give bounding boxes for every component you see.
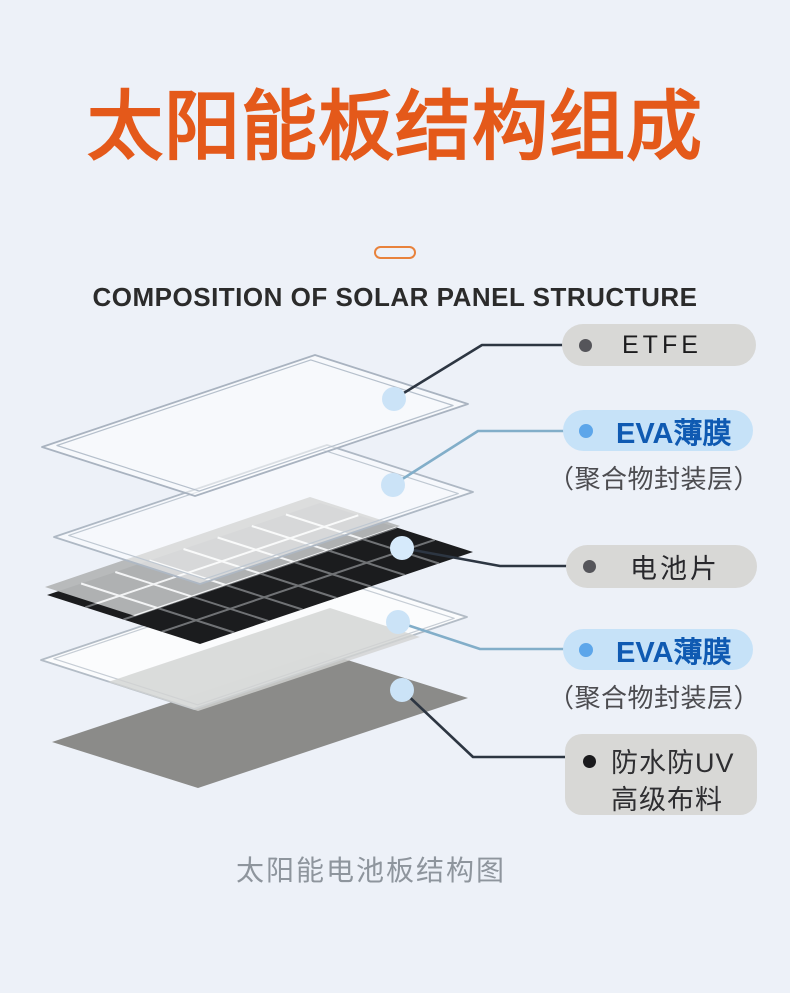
leader-line-fabric (400, 688, 567, 759)
bullet-dot-icon (583, 755, 596, 768)
bullet-dot-icon (583, 560, 596, 573)
eva-bottom-sheet-shade (108, 608, 420, 711)
label-eva-bottom-subtext: （聚合物封装层） (548, 683, 761, 713)
page-subtitle: COMPOSITION OF SOLAR PANEL STRUCTURE (92, 282, 698, 312)
label-eva-bottom: EVA薄膜 (563, 629, 753, 670)
label-fabric-line1: 防水防UV (611, 748, 735, 778)
leader-line-eva-bottom (396, 620, 565, 651)
etfe-sheet-layer (41, 354, 469, 497)
bullet-dot-icon (579, 338, 592, 352)
bullet-dot-icon (579, 642, 593, 657)
connector-dot-fabric (390, 678, 414, 702)
label-fabric-text: 防水防UV 高级布料 (611, 745, 735, 819)
etfe-sheet-inner-edge (56, 359, 454, 492)
connector-dot-cell (390, 536, 414, 560)
label-etfe-text: ETFE (622, 330, 702, 359)
label-fabric: 防水防UV 高级布料 (565, 734, 757, 815)
connector-dot-etfe (382, 387, 406, 411)
leader-line-cell (400, 546, 568, 568)
connector-dot-eva-bottom (386, 610, 410, 634)
eva-top-sheet-layer (53, 444, 474, 585)
eva-top-sheet-inner-edge (68, 449, 459, 580)
label-eva-top-subtext: （聚合物封装层） (548, 464, 761, 494)
page-title: 太阳能板结构组成 (87, 85, 703, 170)
label-eva-top: EVA薄膜 (563, 410, 753, 451)
fabric-backing-layer (52, 652, 468, 788)
leader-line-etfe (392, 343, 564, 401)
bullet-dot-icon (579, 423, 593, 438)
label-cell-text: 电池片 (630, 554, 720, 584)
leader-line-eva-top (391, 429, 565, 487)
diagram-caption: 太阳能电池板结构图 (235, 855, 506, 886)
label-etfe: ETFE (562, 324, 756, 366)
connector-dot-eva-top (381, 473, 405, 497)
label-fabric-line2: 高级布料 (611, 785, 723, 815)
title-divider-pill (374, 246, 416, 259)
label-eva-bottom-text: EVA薄膜 (616, 636, 732, 669)
label-cell: 电池片 (566, 545, 757, 588)
label-eva-top-text: EVA薄膜 (616, 417, 732, 450)
